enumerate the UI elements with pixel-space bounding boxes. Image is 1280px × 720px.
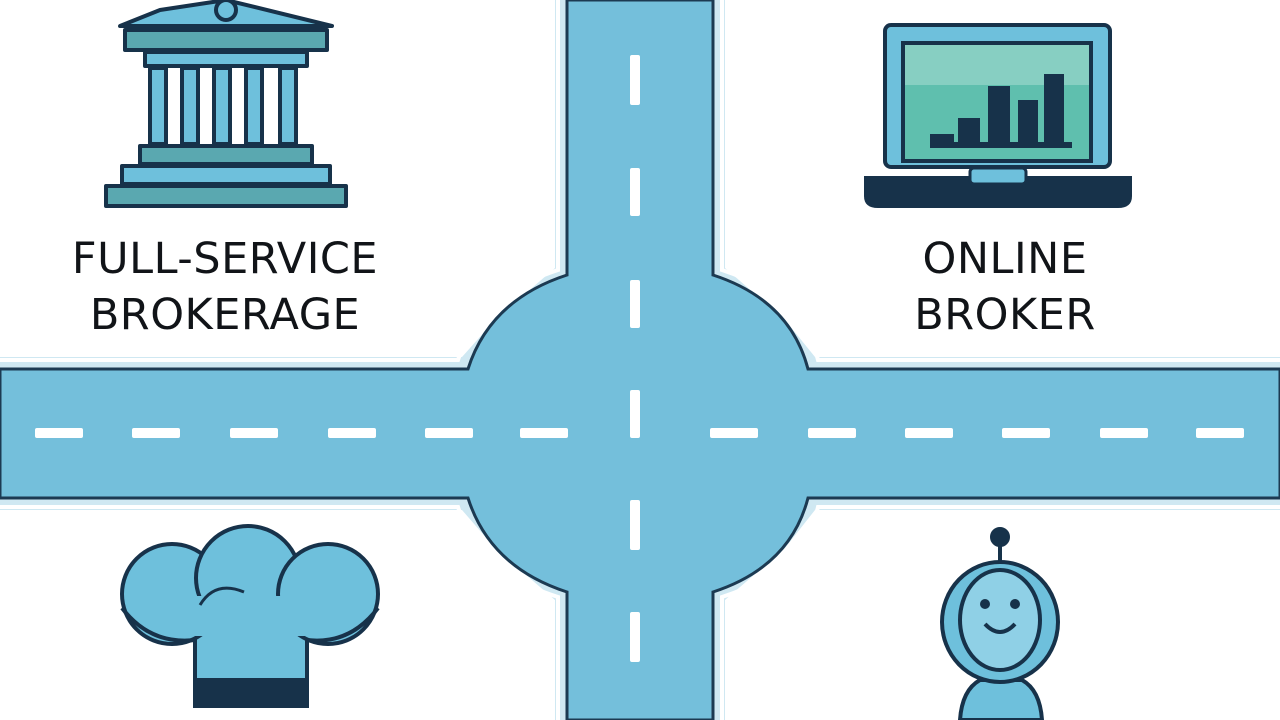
lane-dash [230,428,278,438]
chef-hat-icon [120,524,380,708]
lane-dash [132,428,180,438]
lane-dash [630,500,640,550]
label-line: FULL-SERVICE [71,234,379,284]
label-line: ONLINE [922,234,1088,284]
lane-dash [425,428,473,438]
lane-dash [630,390,640,438]
bank-building-icon [104,0,348,208]
lane-dash [1100,428,1148,438]
lane-dash [1196,428,1244,438]
laptop-bar-chart-icon [864,23,1132,208]
label-line: BROKER [914,290,1096,340]
lane-dash [1002,428,1050,438]
lane-dash [35,428,83,438]
lane-dash [328,428,376,438]
lane-markings [35,55,1244,662]
robot-face-icon [940,527,1060,720]
lane-dash [710,428,758,438]
lane-dash [630,612,640,662]
full-service-brokerage-label: FULL-SERVICE BROKERAGE [60,231,390,343]
lane-dash [630,55,640,105]
label-line: BROKERAGE [89,290,361,340]
lane-dash [808,428,856,438]
lane-dash [520,428,568,438]
lane-dash [630,168,640,216]
lane-dash [905,428,953,438]
lane-dash [630,280,640,328]
online-broker-label: ONLINE BROKER [860,231,1150,343]
